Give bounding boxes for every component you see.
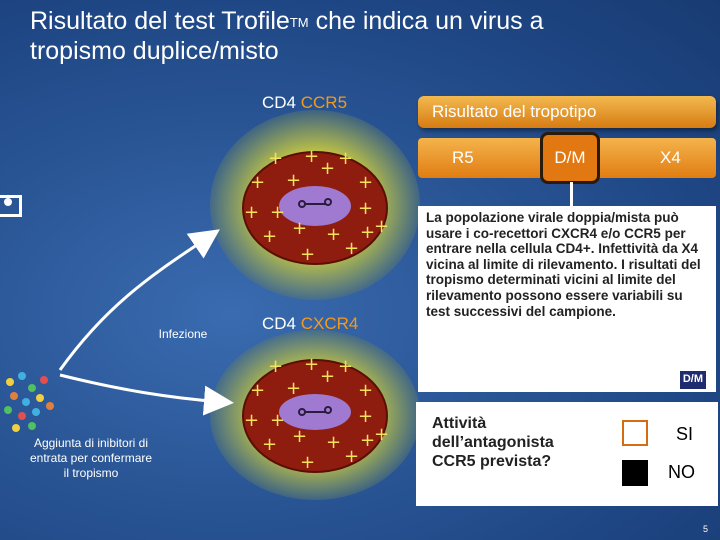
- svg-text:+: +: [270, 202, 285, 223]
- info-text: La popolazione virale doppia/mista può u…: [426, 210, 701, 319]
- info-box: La popolazione virale doppia/mista può u…: [418, 206, 716, 392]
- svg-text:+: +: [358, 406, 373, 427]
- svg-text:+: +: [286, 378, 301, 399]
- tropotype-option-x4: X4: [660, 148, 681, 167]
- page-number: 5: [702, 524, 708, 534]
- svg-text:+: +: [304, 148, 319, 167]
- svg-text:+: +: [358, 380, 373, 401]
- cell-label-cxcr4: CD4 CXCR4: [262, 314, 359, 333]
- cd4-cell-ccr5: +++ ++++ +++ ++++ +++: [240, 148, 390, 265]
- info-dm-tag: D/M: [679, 371, 706, 389]
- antagonist-question: Attività dell’antagonista CCR5 prevista?: [432, 415, 554, 470]
- svg-text:+: +: [326, 224, 341, 245]
- edge-dot: [4, 198, 12, 206]
- svg-text:+: +: [300, 452, 315, 473]
- svg-text:+: +: [360, 222, 375, 243]
- tropotype-option-r5: R5: [452, 148, 474, 167]
- svg-text:+: +: [292, 426, 307, 447]
- svg-text:+: +: [268, 148, 283, 169]
- edge-shape: [0, 195, 22, 217]
- slide-title: Risultato del test TrofileTM che indica …: [30, 7, 544, 65]
- svg-text:+: +: [358, 198, 373, 219]
- svg-text:+: +: [360, 430, 375, 451]
- inhibitors-label: Aggiunta di inibitori di entrata per con…: [29, 436, 153, 480]
- svg-text:+: +: [304, 356, 319, 375]
- svg-text:+: +: [344, 446, 359, 467]
- cd4-cell-cxcr4: +++ ++++ +++ ++++ +++: [240, 356, 390, 473]
- svg-text:+: +: [320, 158, 335, 179]
- svg-text:+: +: [292, 218, 307, 239]
- svg-text:+: +: [244, 202, 259, 223]
- svg-text:+: +: [300, 244, 315, 265]
- no-label: NO: [668, 462, 695, 482]
- svg-text:+: +: [244, 410, 259, 431]
- svg-text:+: +: [268, 356, 283, 377]
- infection-label: Infezione: [158, 327, 208, 341]
- svg-text:+: +: [326, 432, 341, 453]
- connector-line: [570, 182, 573, 208]
- tropotype-option-dm-selected: D/M: [540, 132, 600, 184]
- svg-text:+: +: [338, 148, 353, 169]
- svg-text:+: +: [250, 380, 265, 401]
- svg-text:+: +: [374, 216, 389, 237]
- svg-text:+: +: [344, 238, 359, 259]
- svg-text:+: +: [270, 410, 285, 431]
- svg-text:+: +: [286, 170, 301, 191]
- svg-text:+: +: [262, 226, 277, 247]
- svg-text:+: +: [374, 424, 389, 445]
- svg-text:+: +: [320, 366, 335, 387]
- yes-checkbox[interactable]: [622, 420, 648, 446]
- svg-text:+: +: [250, 172, 265, 193]
- antagonist-box: Attività dell’antagonista CCR5 prevista?…: [416, 402, 718, 506]
- svg-text:+: +: [262, 434, 277, 455]
- cell-label-ccr5: CD4 CCR5: [262, 93, 348, 112]
- tropotype-header: Risultato del tropotipo: [418, 96, 716, 128]
- svg-text:+: +: [358, 172, 373, 193]
- svg-text:+: +: [338, 356, 353, 377]
- yes-label: SI: [676, 424, 694, 444]
- no-checkbox-checked[interactable]: [622, 460, 648, 486]
